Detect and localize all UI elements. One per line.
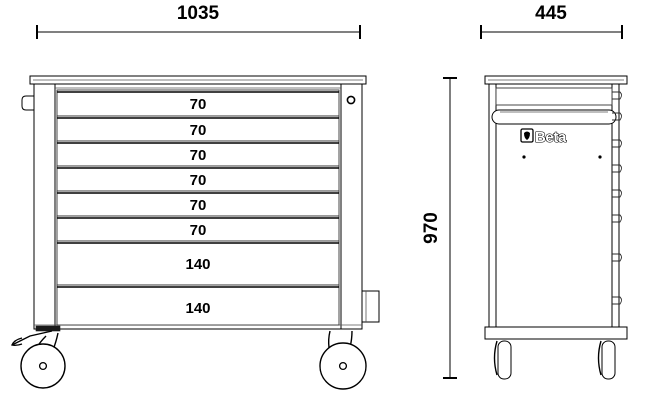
drawer-edge-handle	[612, 253, 622, 262]
drawer-label: 140	[185, 256, 210, 273]
rivet	[522, 155, 526, 159]
drawer-edge-handle	[612, 214, 622, 223]
beta-logo: Beta	[520, 128, 568, 147]
dimension-height-label: 970	[421, 212, 442, 244]
beta-logo-text: Beta	[535, 129, 567, 146]
dimension-depth: 445	[479, 3, 624, 39]
drawer-label: 140	[185, 300, 210, 317]
dimension-depth-label: 445	[535, 3, 567, 24]
caster-right	[319, 330, 367, 390]
side-bracket	[361, 290, 380, 323]
drawer-label: 70	[190, 222, 207, 239]
dimension-width-label: 1035	[177, 3, 220, 24]
drawer-edge-handle	[612, 91, 622, 100]
lock-icon[interactable]	[346, 95, 356, 105]
drawer-front[interactable]: 70	[56, 165, 340, 192]
drawer-edge-handle	[612, 112, 622, 121]
drawer-front[interactable]: 70	[56, 140, 340, 167]
drawer-edge-handle	[612, 296, 622, 305]
dimension-width: 1035	[35, 3, 362, 39]
drawer-label: 70	[190, 147, 207, 164]
worktop	[29, 75, 367, 85]
drawer-front[interactable]: 140	[56, 240, 340, 286]
caster-left	[20, 332, 66, 389]
drawer-front[interactable]: 70	[56, 190, 340, 217]
caster-front	[493, 340, 512, 380]
drawer-front[interactable]: 70	[56, 89, 340, 117]
upper-panel	[495, 87, 613, 106]
push-handle[interactable]	[491, 109, 617, 125]
drawer-label: 70	[190, 172, 207, 189]
drawer-front[interactable]: 140	[56, 284, 340, 326]
worktop	[484, 75, 628, 85]
side-view: 445 970	[421, 3, 628, 380]
dimension-height: 970	[421, 76, 457, 380]
drawer-label: 70	[190, 122, 207, 139]
brake-pedal[interactable]	[11, 325, 61, 347]
drawer-front[interactable]: 70	[56, 215, 340, 242]
beta-mark-glyph	[524, 131, 530, 140]
front-view: 1035	[11, 3, 380, 390]
drawer-stack: 70 70 70 70	[56, 89, 340, 326]
caster-rear	[597, 340, 616, 380]
drawer-edge-handle	[612, 139, 622, 148]
drawer-edge-handle	[612, 164, 622, 173]
side-handle[interactable]	[21, 95, 35, 111]
drawer-edge-handle	[612, 189, 622, 198]
drawer-label: 70	[190, 197, 207, 214]
rivet	[598, 155, 602, 159]
drawer-label: 70	[190, 96, 207, 113]
drawer-front[interactable]: 70	[56, 115, 340, 142]
base-plinth	[484, 326, 628, 340]
